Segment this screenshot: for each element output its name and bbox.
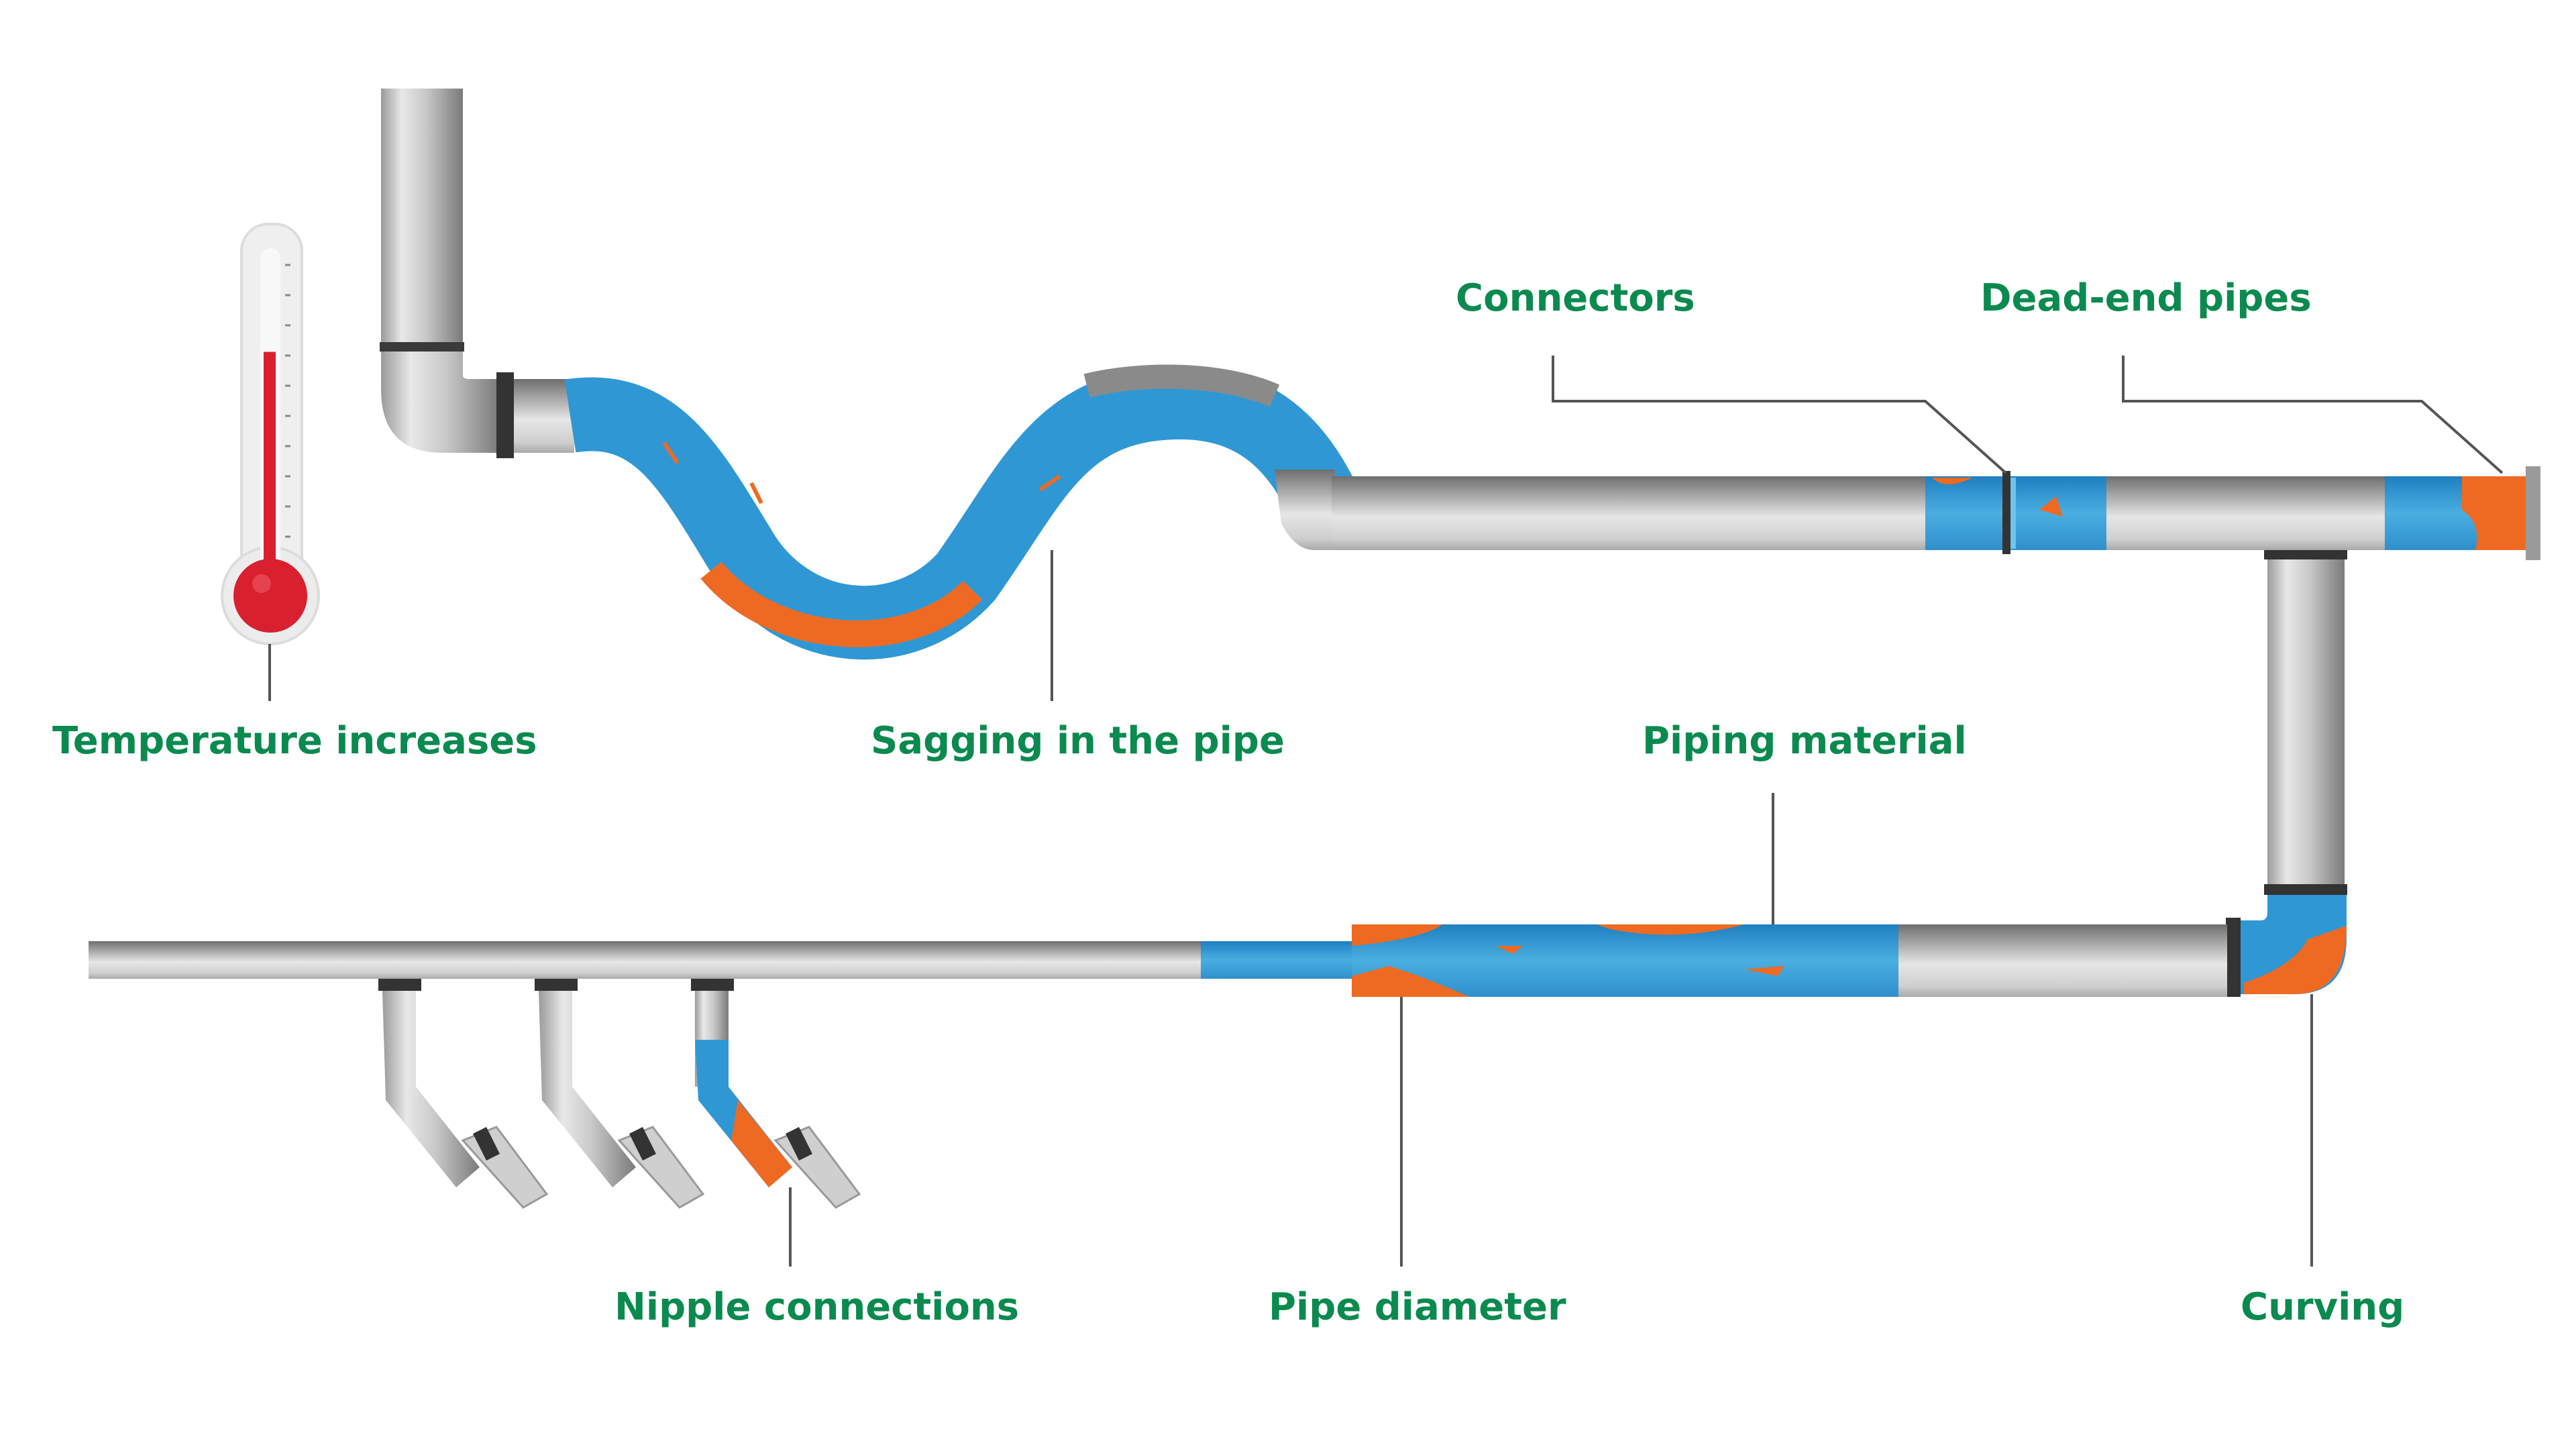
riser-pipe — [2226, 550, 2347, 997]
nipple-pipes — [378, 979, 861, 1209]
label-dead-end-pipes: Dead-end pipes — [1980, 276, 2312, 320]
leader-lines — [268, 356, 2504, 1267]
label-piping-material: Piping material — [1642, 719, 1967, 763]
leader-connectors — [1552, 356, 2007, 474]
label-connectors: Connectors — [1456, 276, 1695, 320]
inlet-pipe — [380, 89, 574, 458]
label-temperature-increases: Temperature increases — [52, 719, 537, 763]
nipple-1 — [378, 979, 549, 1209]
label-pipe-diameter: Pipe diameter — [1269, 1285, 1566, 1329]
thermometer-mercury — [264, 352, 276, 594]
label-curving: Curving — [2241, 1285, 2405, 1329]
label-sagging-in-pipe: Sagging in the pipe — [871, 719, 1285, 763]
bottom-main-pipe — [89, 924, 2227, 997]
sagging-pipe — [564, 364, 1362, 660]
label-nipple-connections: Nipple connections — [614, 1285, 1020, 1329]
thermometer-icon — [221, 223, 320, 645]
leader-dead-end — [2122, 356, 2504, 474]
nipple-3 — [691, 979, 861, 1209]
top-main-pipe — [1275, 466, 2540, 560]
nipple-2 — [535, 979, 705, 1209]
